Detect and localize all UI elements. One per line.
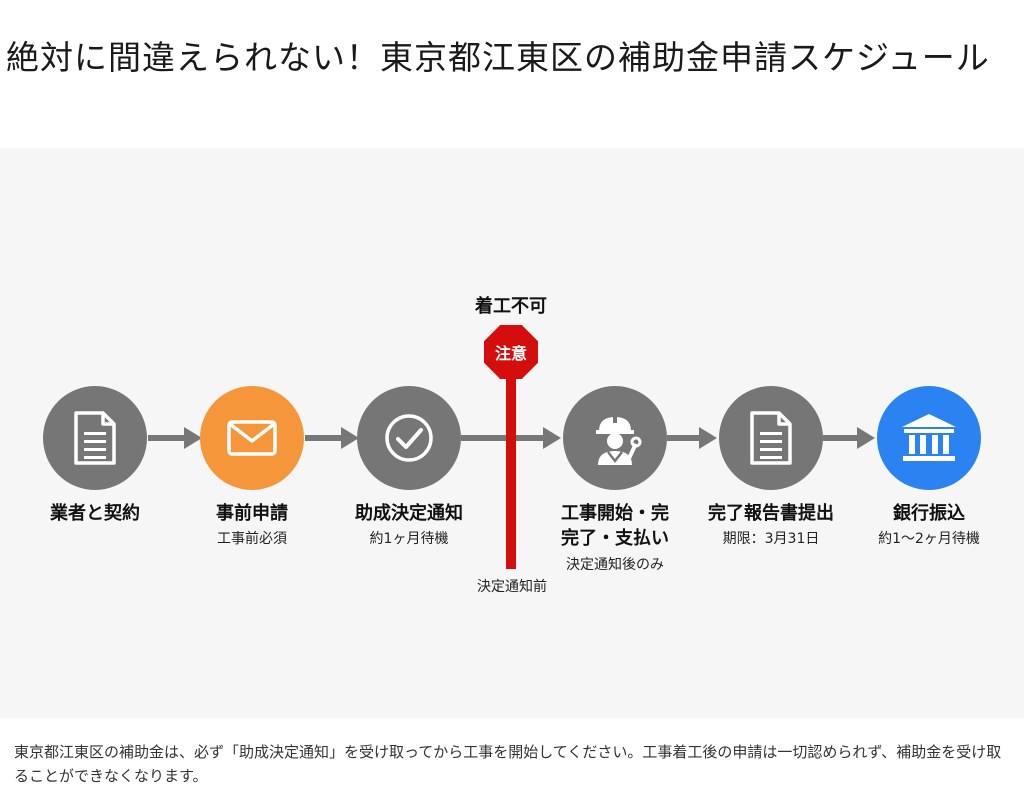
checkmark-icon (383, 412, 435, 464)
warning-title: 着工不可 (475, 296, 547, 317)
step-sublabel: 約1〜2ヶ月待機 (878, 531, 980, 547)
step-label: 工事開始・完 完了・支払い (561, 503, 669, 549)
stop-sign-icon: 注意 (484, 325, 538, 379)
step-sublabel: 決定通知後のみ (566, 557, 664, 573)
warning-pole (506, 369, 516, 569)
step-sublabel: 期限：3月31日 (722, 531, 820, 547)
envelope-icon (227, 420, 277, 456)
step-label: 完了報告書提出 (708, 503, 834, 524)
arrow-icon (857, 427, 875, 449)
bank-icon (900, 412, 958, 464)
flow-line (667, 435, 701, 441)
description-text: 東京都江東区の補助金は、必ず「助成決定通知」を受け取ってから工事を開始してくださ… (14, 743, 1002, 785)
step-completion-report (719, 386, 823, 490)
step-decision-notice (357, 386, 461, 490)
step-sublabel: 約1ヶ月待機 (369, 531, 449, 547)
step-label: 銀行振込 (893, 503, 965, 524)
schedule-diagram: 着工不可 注意 決定通知前 業者と契約 事前申請 工事前必須 (0, 148, 1024, 718)
step-label: 業者と契約 (50, 503, 140, 524)
arrow-icon (184, 427, 202, 449)
arrow-icon (543, 427, 561, 449)
arrow-icon (341, 427, 359, 449)
step-contract (43, 386, 147, 490)
flow-line (823, 435, 859, 441)
flow-line (148, 435, 186, 441)
step-bank-transfer (877, 386, 981, 490)
document-icon (73, 411, 117, 465)
step-label: 事前申請 (216, 503, 288, 524)
step-pre-application (200, 386, 304, 490)
warning-note: 決定通知前 (477, 579, 547, 595)
flow-line (461, 435, 545, 441)
step-construction (563, 386, 667, 490)
step-label: 助成決定通知 (355, 503, 463, 524)
arrow-icon (699, 427, 717, 449)
document-icon (749, 411, 793, 465)
step-sublabel: 工事前必須 (217, 531, 287, 547)
worker-icon (586, 409, 644, 467)
page-title: 絶対に間違えられない！東京都江東区の補助金申請スケジュール (6, 38, 990, 77)
flow-line (305, 435, 343, 441)
